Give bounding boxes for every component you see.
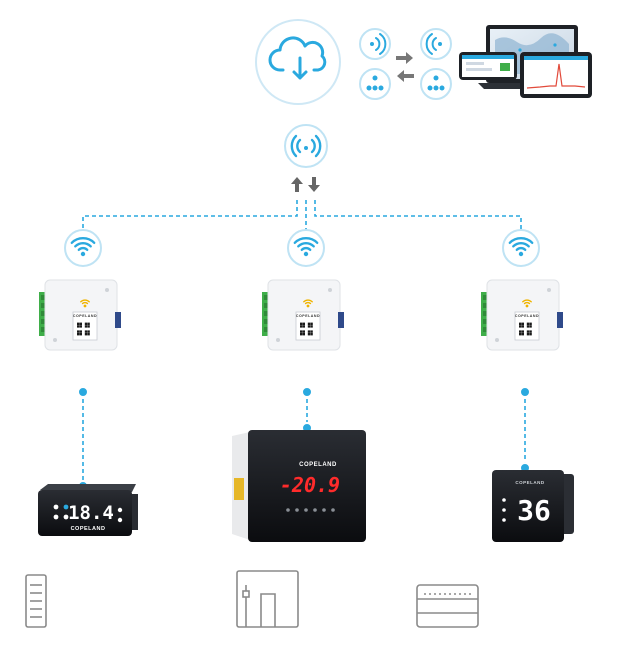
tablet [520, 52, 592, 98]
qr-code [519, 322, 532, 336]
brand-logo: COPELAND [515, 480, 545, 485]
wireless-signal-icon [290, 134, 322, 158]
wifi-icon [502, 229, 540, 267]
wireless-signal-icon [420, 28, 452, 60]
cloud-platform [255, 19, 341, 105]
network-nodes-icon [359, 68, 391, 100]
wifi-icon [80, 299, 90, 308]
qr-code [300, 322, 313, 336]
wifi-icon [64, 229, 102, 267]
reach-in-cabinet-icon [25, 574, 47, 628]
controller-touch-display: COPELAND 36 [492, 470, 574, 542]
controller-panel-small: 18.4 COPELAND [38, 484, 138, 536]
wifi-nodes [64, 229, 540, 267]
wireless-signal-icon [359, 28, 391, 60]
qr-code [77, 322, 90, 336]
wifi-icon [303, 299, 313, 308]
iot-gateway-module: COPELAND [481, 279, 563, 351]
display-case-icon [416, 584, 479, 628]
gateway-wireless-node [284, 124, 328, 168]
network-nodes-icon [420, 68, 452, 100]
brand-logo: COPELAND [515, 314, 539, 318]
iot-gateway-module: COPELAND [39, 279, 121, 351]
brand-logo: COPELAND [71, 526, 106, 532]
controller-display: 18.4 [68, 502, 114, 524]
connectivity-cluster [359, 28, 452, 100]
iot-gateways: COPELAND COPELAND COPELAND [39, 279, 563, 351]
phone [459, 52, 517, 80]
exchange-arrows-icon [396, 52, 414, 82]
cloud-download-icon [268, 36, 327, 80]
iot-gateway-module: COPELAND [262, 279, 344, 351]
up-down-arrows-icon [291, 177, 320, 192]
wifi-icon [522, 299, 532, 308]
controller-display: -20.9 [280, 473, 340, 497]
brand-logo: COPELAND [73, 314, 97, 318]
controller-box-large: COPELAND -20.9 [232, 430, 366, 542]
brand-logo: COPELAND [296, 314, 320, 318]
cold-room-door-icon [236, 570, 299, 628]
wifi-icon [287, 229, 325, 267]
network-bus-lines [82, 200, 522, 232]
brand-logo: COPELAND [299, 462, 337, 468]
controller-display: 36 [517, 494, 551, 527]
monitoring-devices [459, 25, 592, 98]
